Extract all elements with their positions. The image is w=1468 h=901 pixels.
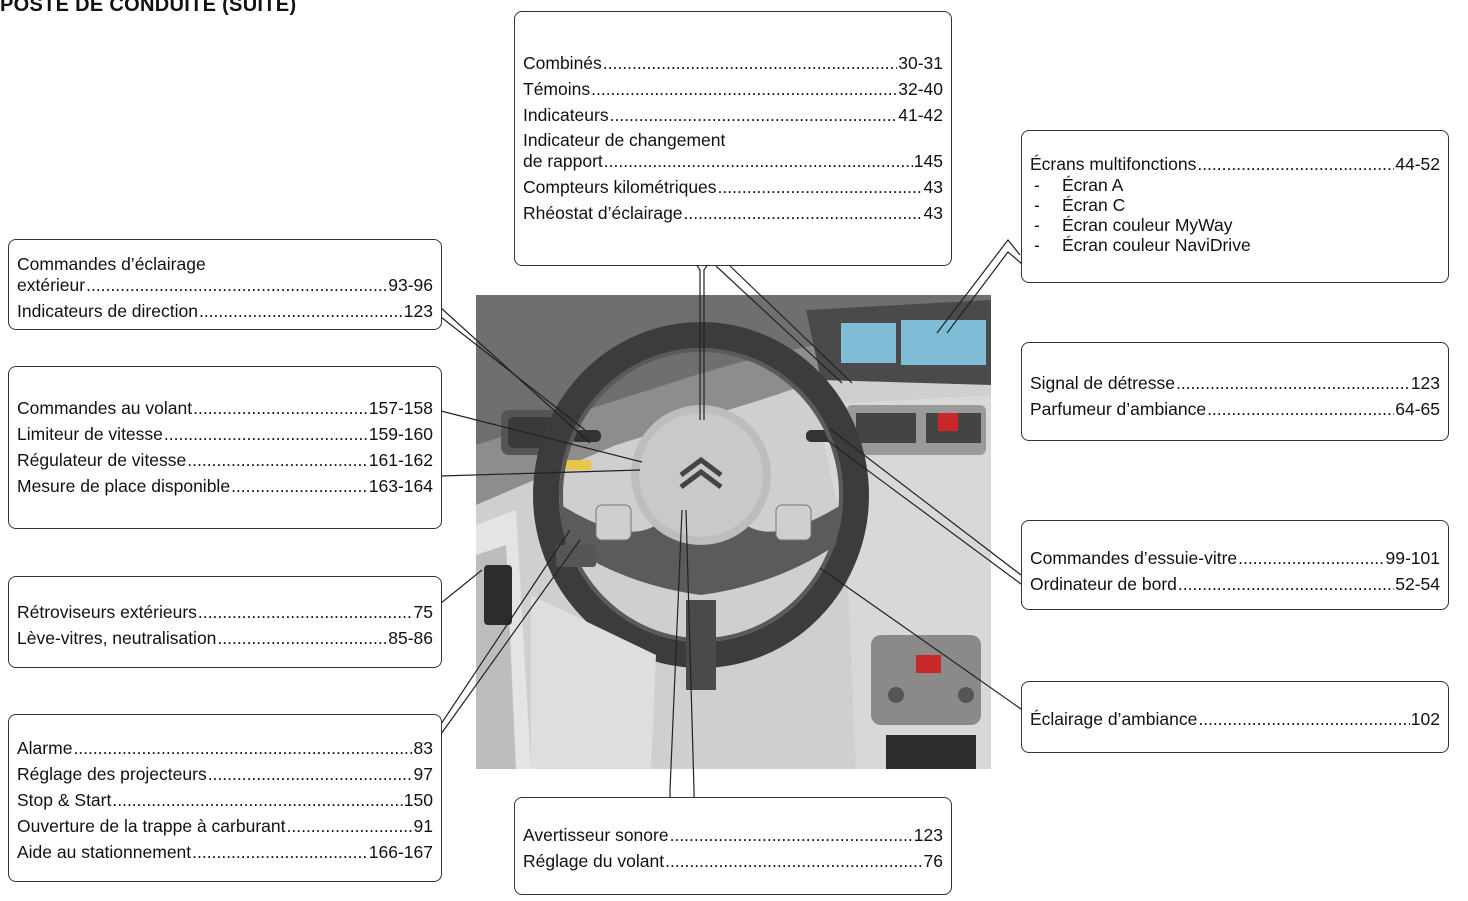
entry-ambiance: Éclairage d’ambiance102 [1030,708,1440,730]
page-ref: 166-167 [368,842,433,862]
entry-mesure-place: Mesure de place disponible163-164 [17,475,433,497]
page-ref: 157-158 [368,398,433,418]
sub-ecran-navidrive: -Écran couleur NaviDrive [1034,235,1251,255]
box-essuie-vitre: Commandes d’essuie-vitre99-101 Ordinateu… [1021,520,1449,610]
page-ref: 97 [413,764,433,784]
entry-retroviseurs: Rétroviseurs extérieurs75 [17,601,433,623]
page-ref: 150 [403,790,433,810]
entry-indicateurs: Indicateurs41-42 [523,104,943,126]
entry-regulateur: Régulateur de vitesse161-162 [17,449,433,471]
box-alarme: Alarme83 Réglage des projecteurs97 Stop … [8,714,442,882]
entry-compteurs: Compteurs kilométriques43 [523,176,943,198]
entry-changement: de rapport145 [523,150,943,172]
entry-changement-line1: Indicateur de changement [523,130,726,150]
sub-ecran-myway: -Écran couleur MyWay [1034,215,1233,235]
entry-commandes-volant: Commandes au volant157-158 [17,397,433,419]
entry-stationnement: Aide au stationnement166-167 [17,841,433,863]
entry-essuie-vitre: Commandes d’essuie-vitre99-101 [1030,547,1440,569]
page-ref: 123 [403,301,433,321]
entry-limiteur: Limiteur de vitesse159-160 [17,423,433,445]
page-ref: 145 [913,151,943,171]
box-detresse: Signal de détresse123 Parfumeur d’ambian… [1021,342,1449,441]
entry-direction: Indicateurs de direction123 [17,300,433,322]
entry-reglage-volant: Réglage du volant76 [523,850,943,872]
page-ref: 123 [1410,373,1440,393]
page-ref: 123 [913,825,943,845]
page-ref: 76 [923,851,943,871]
page-ref: 159-160 [368,424,433,444]
entry-alarme: Alarme83 [17,737,433,759]
entry-parfumeur: Parfumeur d’ambiance64-65 [1030,398,1440,420]
entry-combines: Combinés30-31 [523,52,943,74]
page-ref: 64-65 [1395,399,1440,419]
page-ref: 32-40 [898,79,943,99]
box-ambiance: Éclairage d’ambiance102 [1021,681,1449,753]
page-ref: 102 [1410,709,1440,729]
entry-stop-start: Stop & Start150 [17,789,433,811]
entry-trappe: Ouverture de la trappe à carburant91 [17,815,433,837]
entry-eclairage: extérieur93-96 [17,274,433,296]
entry-detresse: Signal de détresse123 [1030,372,1440,394]
page-ref: 99-101 [1385,548,1441,568]
box-avertisseur: Avertisseur sonore123 Réglage du volant7… [514,797,952,895]
box-combines: Combinés30-31 Témoins32-40 Indicateurs41… [514,11,952,266]
page-ref: 75 [413,602,433,622]
entry-eclairage-line1: Commandes d’éclairage [17,254,206,274]
page-ref: 85-86 [388,628,433,648]
page-ref: 163-164 [368,476,433,496]
sub-ecran-c: -Écran C [1034,195,1126,215]
screen-a [841,323,896,363]
page-ref: 43 [923,203,943,223]
box-volant: Commandes au volant157-158 Limiteur de v… [8,366,442,529]
box-ecrans: Écrans multifonctions44-52 -Écran A -Écr… [1021,130,1449,283]
hazard-button [938,413,958,431]
page-ref: 161-162 [368,450,433,470]
entry-ecrans: Écrans multifonctions44-52 [1030,153,1440,175]
page-ref: 52-54 [1395,574,1440,594]
page-ref: 91 [413,816,433,836]
page-ref: 44-52 [1395,154,1440,174]
page-ref: 43 [923,177,943,197]
entry-projecteurs: Réglage des projecteurs97 [17,763,433,785]
sub-ecran-a: -Écran A [1034,175,1124,195]
entry-leve-vitres: Lève-vitres, neutralisation85-86 [17,627,433,649]
entry-temoins: Témoins32-40 [523,78,943,100]
dashboard-photo [476,295,991,769]
screen-c [901,320,986,365]
page-ref: 41-42 [898,105,943,125]
entry-ordinateur: Ordinateur de bord52-54 [1030,573,1440,595]
entry-rheostat: Rhéostat d’éclairage43 [523,202,943,224]
entry-avertisseur: Avertisseur sonore123 [523,824,943,846]
page-ref: 30-31 [898,53,943,73]
page-ref: 93-96 [388,275,433,295]
box-retroviseurs: Rétroviseurs extérieurs75 Lève-vitres, n… [8,576,442,668]
page-title: POSTE DE CONDUITE (SUITE) [0,0,297,16]
box-eclairage-exterieur: Commandes d’éclairage extérieur93-96 Ind… [8,239,442,330]
page-ref: 83 [413,738,433,758]
